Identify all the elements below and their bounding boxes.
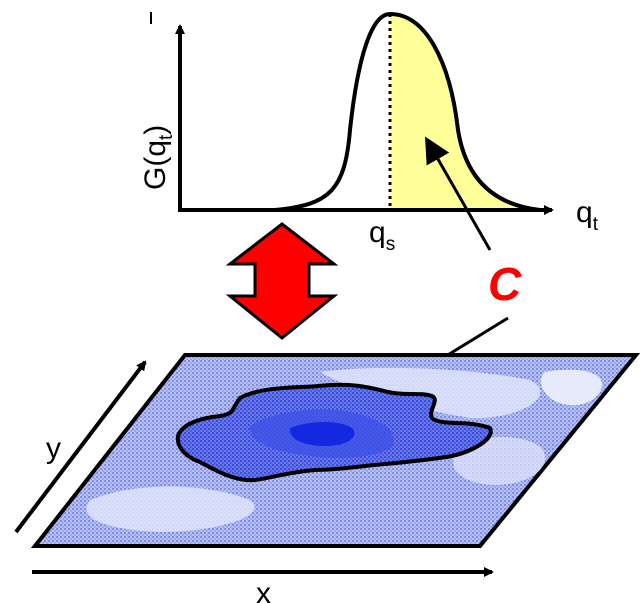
region-label: C — [488, 258, 522, 310]
light-patch — [540, 369, 602, 406]
pointer-arrow-to-curve — [425, 136, 492, 251]
spatial-map: y x — [14, 353, 640, 603]
map-y-axis — [14, 360, 147, 534]
double-arrow-icon — [225, 222, 339, 340]
core-region — [289, 422, 355, 446]
threshold-label: qs — [369, 216, 395, 255]
map-x-label: x — [256, 577, 271, 603]
light-patch — [86, 486, 255, 532]
map-y-label: y — [46, 432, 61, 465]
y-axis-label: G(qt) — [139, 125, 177, 190]
x-axis-label: qt — [576, 196, 599, 235]
light-patch — [320, 367, 541, 419]
exceedance-area — [390, 14, 540, 210]
distribution-plot: G(qt) qt qs — [139, 11, 599, 255]
